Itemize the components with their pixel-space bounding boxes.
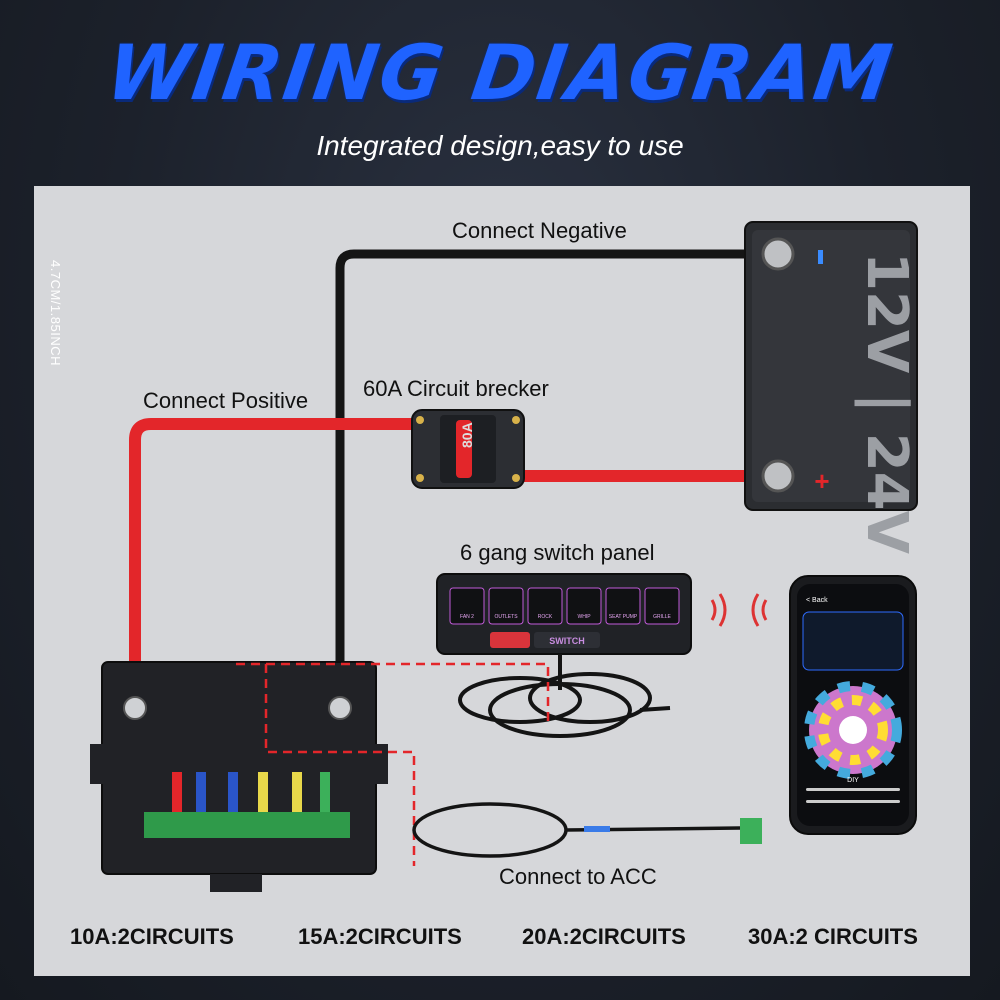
battery: + 12V | 24V: [744, 221, 919, 555]
switch-button-2: OUTLETS: [494, 614, 518, 620]
page-subtitle: Integrated design,easy to use: [316, 130, 684, 161]
breaker-label: 60A Circuit brecker: [363, 376, 549, 401]
dimension-label: 4.7CM/1.85INCH: [48, 260, 63, 366]
negative-wire: [335, 249, 765, 695]
acc-connector: [584, 826, 610, 832]
acc-cable: [412, 802, 741, 858]
phone-diy-button: DIY: [847, 777, 859, 784]
acc-dashed-wire: [236, 662, 550, 866]
circuit-breaker: 80A: [411, 409, 525, 489]
connect-acc-label: Connect to ACC: [499, 864, 657, 889]
connect-positive-label: Connect Positive: [143, 388, 309, 413]
switch-button-1: FAN 2: [460, 614, 474, 620]
circuit-30a: 30A:2 CIRCUITS: [748, 924, 918, 949]
switch-button-5: SEAT PUMP: [609, 614, 638, 620]
switch-panel: SWITCH FAN 2 OUTLETS ROCK WHIP SEAT PUMP…: [436, 573, 692, 655]
switch-panel-label: 6 gang switch panel: [460, 540, 655, 565]
battery-voltage-label: 12V | 24V: [854, 252, 919, 555]
circuit-15a: 15A:2CIRCUITS: [298, 924, 462, 949]
switch-button-4: WHIP: [577, 614, 591, 620]
wireless-signal-icon: [710, 593, 768, 627]
add-a-fuse-tap: [740, 818, 762, 844]
phone: < Back DIY: [789, 575, 917, 835]
circuit-20a: 20A:2CIRCUITS: [522, 924, 686, 949]
minus-mark: [818, 250, 823, 264]
switch-brand: SWITCH: [549, 636, 585, 646]
switch-button-3: ROCK: [538, 614, 553, 620]
breaker-rating: 80A: [459, 422, 475, 448]
circuit-10a: 10A:2CIRCUITS: [70, 924, 234, 949]
fuse-box: [90, 661, 388, 892]
phone-back-button: < Back: [806, 597, 828, 604]
switch-button-6: GRILLE: [653, 614, 671, 620]
switch-cable: [458, 654, 671, 738]
plus-mark: +: [814, 466, 829, 496]
positive-wire: [129, 418, 426, 692]
connect-negative-label: Connect Negative: [452, 218, 627, 243]
